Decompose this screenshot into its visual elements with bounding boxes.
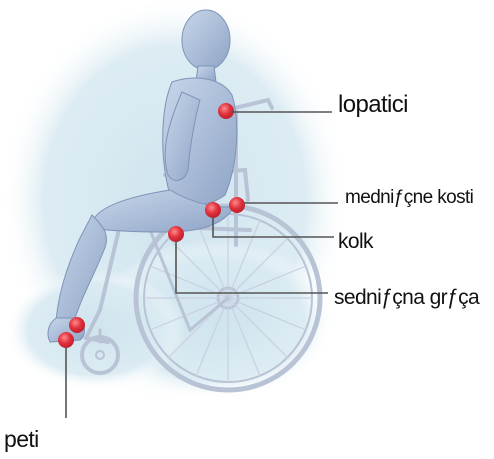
label-peti: peti: [4, 426, 39, 453]
pressure-point-hip-upper: [205, 202, 221, 218]
pressure-point-pelvic-bones: [229, 197, 245, 213]
pressure-point-heel-lower: [58, 332, 74, 348]
label-sednicna-grca: sedniƒçna grƒça: [334, 286, 479, 310]
label-kolk: kolk: [338, 230, 373, 254]
label-lopatici: lopatici: [338, 91, 408, 119]
pressure-point-heel-upper: [69, 317, 85, 333]
label-mednicne-kosti: medniƒçne kosti: [345, 187, 473, 209]
pressure-point-sciatic: [168, 226, 184, 242]
pressure-point-shoulder-blades: [218, 103, 234, 119]
